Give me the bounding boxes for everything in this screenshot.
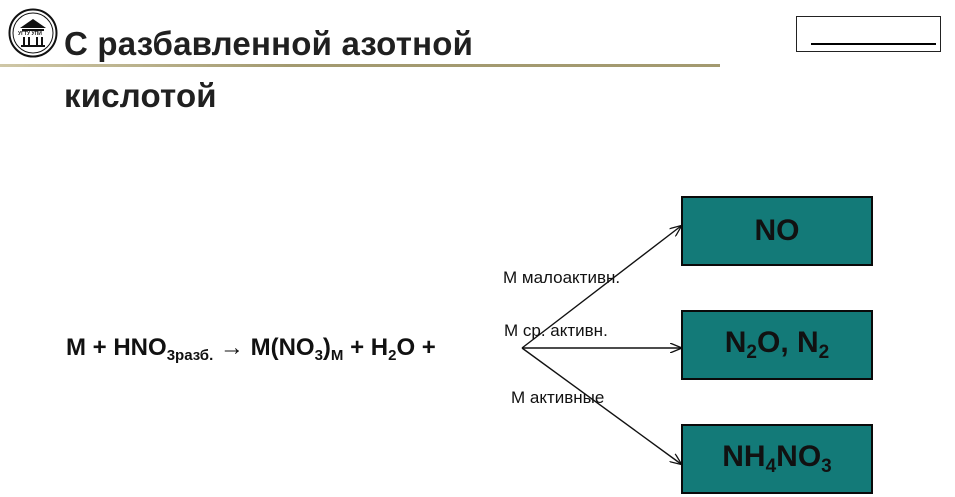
eq-reactants: M + HNO	[66, 334, 167, 361]
title-underline	[0, 64, 720, 67]
formula-text: O, N	[757, 326, 819, 359]
eq-paren: )	[322, 334, 331, 361]
corner-frame	[796, 16, 941, 52]
product-formula: NH4NO3	[722, 440, 832, 478]
logo-caption: УГТУ УПИ	[17, 31, 43, 37]
formula-text: N	[724, 326, 747, 359]
title-line-2: кислотой	[64, 77, 217, 114]
condition-medium-activity: M ср. активн.	[504, 321, 608, 340]
title-line-1: С разбавленной азотной	[64, 25, 474, 62]
product-formula: N2O, N2	[725, 326, 830, 364]
eq-sub-m: M	[330, 347, 344, 364]
product-box-no: NO	[681, 196, 873, 266]
eq-sub-3: 3	[314, 347, 323, 364]
product-formula: NO	[755, 214, 800, 248]
formula-text: NH	[722, 440, 766, 473]
formula-text: NO	[776, 440, 822, 473]
eq-reaction-arrow: →	[219, 334, 244, 361]
arrow-to-nh4no3	[521, 347, 681, 464]
eq-sub-dilute: 3разб.	[166, 347, 214, 364]
formula-text: NO	[754, 214, 800, 247]
eq-water-h: + H	[343, 334, 389, 361]
formula-subscript: 3	[821, 456, 832, 477]
eq-salt: M(NO	[250, 334, 315, 361]
corner-frame-line	[811, 43, 936, 45]
eq-sub-2: 2	[388, 347, 397, 364]
formula-subscript: 2	[818, 342, 830, 363]
product-box-nh4no3: NH4NO3	[681, 424, 873, 494]
slide-title: С разбавленной азотной кислотой	[64, 18, 473, 122]
eq-water-o: O +	[396, 334, 436, 361]
product-box-n2o-n2: N2O, N2	[681, 310, 873, 380]
formula-subscript: 4	[765, 456, 777, 477]
formula-subscript: 2	[746, 342, 757, 363]
reaction-equation: M + HNO3разб. → M(NO3)M + H2O +	[66, 334, 436, 364]
arrow-to-no	[521, 226, 681, 349]
condition-low-activity: M малоактивн.	[503, 268, 621, 287]
condition-active: M активные	[511, 388, 605, 407]
